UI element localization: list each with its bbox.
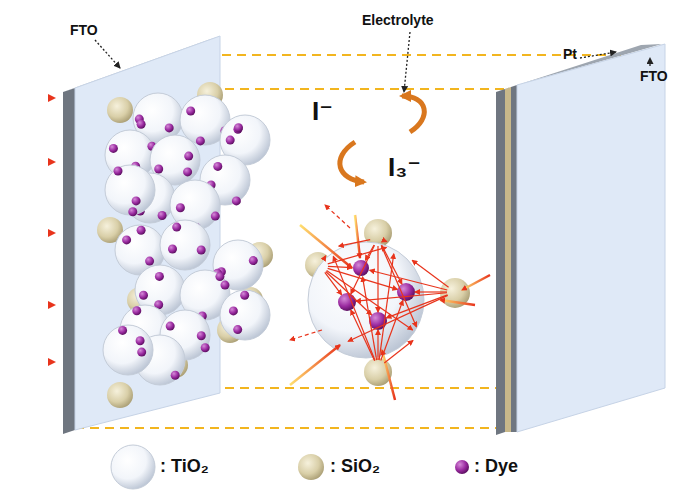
- redox-cycle: [340, 96, 424, 182]
- incident-light: [440, 300, 475, 305]
- legend-samples: [111, 445, 469, 489]
- dye-molecule: [240, 291, 249, 300]
- dye-molecule: [249, 256, 258, 265]
- dye-molecule: [176, 203, 185, 212]
- incident-light: [355, 215, 360, 258]
- scattering-particle: [305, 219, 470, 386]
- scattered-ray: [351, 310, 375, 361]
- leader-lines: [95, 32, 650, 92]
- incident-light: [462, 275, 490, 290]
- dye-molecule: [118, 326, 127, 335]
- dye-molecule: [221, 281, 230, 290]
- scattered-ray: [377, 330, 378, 360]
- scattered-ray: [377, 246, 378, 312]
- dye-molecule: [154, 165, 163, 174]
- scattered-ray: [386, 295, 447, 318]
- dye-molecule: [122, 235, 131, 244]
- ion-label: I₃⁻: [388, 152, 421, 183]
- dye-molecule: [114, 167, 123, 176]
- scattered-ray: [379, 254, 394, 360]
- dye-molecule: [137, 348, 146, 357]
- dye-molecule: [171, 371, 180, 380]
- escaping-ray: [290, 330, 322, 340]
- dye-molecule: [137, 226, 146, 235]
- scattered-ray: [326, 272, 372, 315]
- dye-molecule: [186, 107, 195, 116]
- dye-molecule: [155, 272, 164, 281]
- dye-molecule: [137, 120, 146, 129]
- electrolyte-label: Electrolyte: [362, 12, 434, 28]
- dye-molecule: [145, 257, 154, 266]
- dye-molecule: [234, 123, 243, 132]
- sio2-particle: [107, 382, 133, 408]
- scattered-ray: [415, 291, 447, 292]
- scattered-ray: [328, 247, 387, 263]
- electrode-label: Pt: [563, 46, 577, 62]
- scattered-ray: [327, 271, 413, 330]
- nanoparticle-film: [97, 82, 273, 408]
- light-arrows: [2, 98, 55, 362]
- plate-label: FTO: [640, 68, 668, 84]
- dye-molecule: [165, 123, 174, 132]
- scattered-ray: [348, 295, 448, 341]
- dye-molecule: [213, 162, 222, 171]
- scattered-ray: [370, 270, 448, 290]
- fto-pt-plate-right: [496, 44, 665, 435]
- dye-molecule: [139, 291, 148, 300]
- scattered-light: [290, 205, 490, 400]
- scattered-ray: [412, 260, 448, 287]
- scattered-ray: [351, 245, 375, 294]
- dye-molecule: [197, 246, 206, 255]
- dye-molecule: [109, 144, 118, 153]
- dye-molecule: [184, 152, 193, 161]
- scattered-ray: [328, 266, 352, 267]
- scattered-ray: [385, 240, 386, 242]
- dye-molecule: [183, 167, 192, 176]
- ion-label: I⁻: [312, 96, 333, 127]
- dye-molecule: [197, 331, 206, 340]
- scattered-ray: [384, 341, 413, 363]
- legend-text: : SiO₂: [330, 456, 380, 477]
- plate-label: FTO: [70, 22, 98, 38]
- dye-molecule: [158, 211, 167, 220]
- tio2-particle: [220, 290, 270, 340]
- dye-molecule: [226, 136, 235, 145]
- tio2-particle: [105, 165, 155, 215]
- dye-molecule: [136, 336, 145, 345]
- scattered-ray: [324, 256, 326, 259]
- scattered-ray: [339, 240, 370, 247]
- dye-molecule: [215, 272, 224, 281]
- dye-molecule: [168, 245, 177, 254]
- dye-molecule: [201, 343, 210, 352]
- dye-molecule: [196, 136, 205, 145]
- dye-molecule: [128, 207, 137, 216]
- fto-plate-left: [63, 36, 220, 434]
- dye-molecule: [229, 306, 238, 315]
- incident-light: [300, 225, 352, 268]
- escaping-ray: [325, 205, 350, 228]
- dye-molecule: [233, 325, 242, 334]
- dye-molecule: [132, 196, 141, 205]
- incident-light: [290, 345, 340, 385]
- dye-molecule: [132, 306, 141, 315]
- dye-molecule: [232, 196, 241, 205]
- tio2-particle: [103, 325, 153, 375]
- tio2-particle: [160, 220, 210, 270]
- legend-text: : TiO₂: [160, 456, 209, 477]
- incident-light: [382, 350, 395, 400]
- legend-text: : Dye: [474, 456, 518, 477]
- dye-molecule: [211, 212, 220, 221]
- dye-molecule: [172, 223, 181, 232]
- sio2-particle: [107, 97, 133, 123]
- dye-molecule: [166, 322, 175, 331]
